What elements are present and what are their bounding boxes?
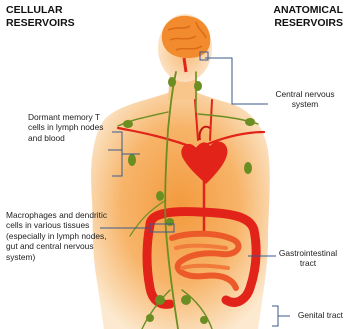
- memory-t-cells-label: Dormant memory T cells in lymph nodes an…: [28, 112, 108, 143]
- header-right-line2: RESERVOIRS: [273, 17, 343, 30]
- header-right-line1: ANATOMICAL: [273, 4, 343, 17]
- anatomical-reservoirs-header: ANATOMICAL RESERVOIRS: [273, 4, 343, 30]
- genital-tract-label: Genital tract: [298, 310, 343, 320]
- macrophages-label: Macrophages and dendritic cells in vario…: [6, 210, 114, 262]
- gi-tract-label: Gastrointestinal tract: [273, 248, 343, 269]
- header-left-line1: CELLULAR: [6, 4, 75, 17]
- cellular-reservoirs-header: CELLULAR RESERVOIRS: [6, 4, 75, 30]
- cns-label: Central nervous system: [267, 89, 343, 110]
- header-left-line2: RESERVOIRS: [6, 17, 75, 30]
